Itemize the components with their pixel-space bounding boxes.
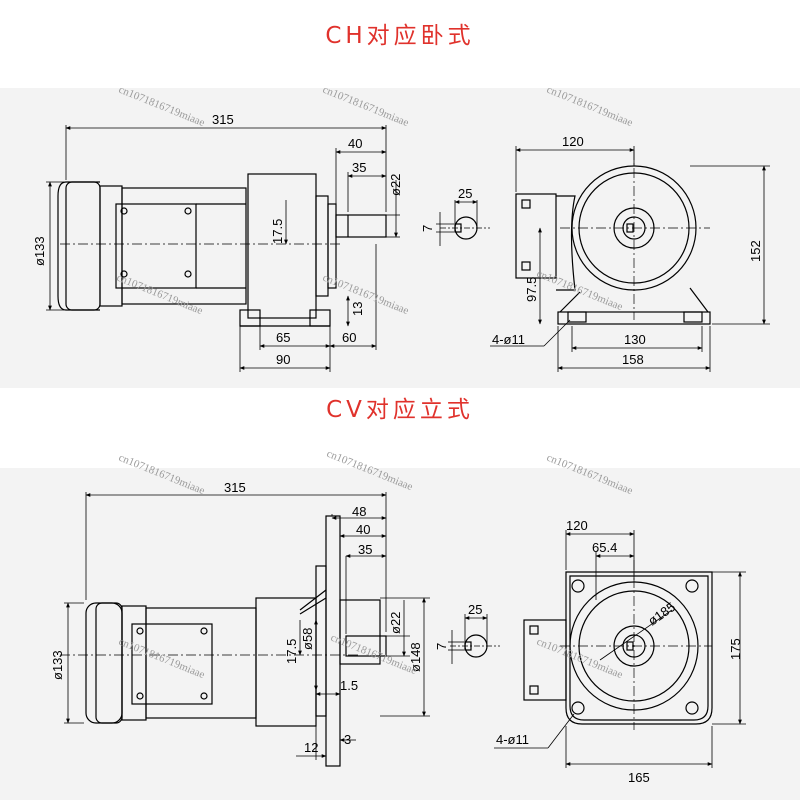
dim-65-4: 65.4 xyxy=(592,540,617,555)
dim-315: 315 xyxy=(224,480,246,495)
cv-end-view xyxy=(523,560,713,730)
ch-key-detail xyxy=(436,200,490,246)
ch-section-title: CH对应卧式 xyxy=(325,23,475,49)
dim-120: 120 xyxy=(562,134,584,149)
cv-side-view xyxy=(60,515,387,767)
cv-section-title: CV对应立式 xyxy=(326,397,474,423)
dim-key-25: 25 xyxy=(468,602,482,617)
dim-key-7: 7 xyxy=(434,643,449,650)
dim-1-5: 1.5 xyxy=(340,678,358,693)
dim-mount-holes: 4-ø11 xyxy=(496,732,529,747)
watermark-text: cn1071816719miaae xyxy=(321,272,411,317)
ch-side-view xyxy=(57,173,387,327)
dim-3: 3 xyxy=(344,732,351,747)
watermarks: cn1071816719miaae cn1071816719miaae cn10… xyxy=(115,84,635,681)
dim-13: 13 xyxy=(350,302,365,316)
dim-130: 130 xyxy=(624,332,646,347)
watermark-text: cn1071816719miaae xyxy=(325,448,415,493)
cv-end-labels: 120 65.4 ø185 175 4-ø11 165 xyxy=(496,518,743,785)
dim-motor-dia: ø133 xyxy=(32,236,47,266)
watermark-text: cn1071816719miaae xyxy=(117,452,207,497)
dim-flange-dia: ø148 xyxy=(408,642,423,672)
cv-side-dimensions xyxy=(64,492,430,766)
dim-40: 40 xyxy=(356,522,370,537)
watermark-text: cn1071816719miaae xyxy=(117,636,207,681)
watermark-text: cn1071816719miaae xyxy=(545,452,635,497)
dim-175: 175 xyxy=(728,638,743,660)
dim-pilot-dia: ø58 xyxy=(300,628,315,650)
ch-side-labels: 315 40 35 ø22 ø133 17.5 13 65 60 90 xyxy=(32,112,403,367)
dim-35: 35 xyxy=(358,542,372,557)
dim-key-7: 7 xyxy=(420,225,435,232)
ch-side-dimensions xyxy=(46,125,400,372)
cv-key-labels: 25 7 xyxy=(434,602,482,650)
dim-key-25: 25 xyxy=(458,186,472,201)
dim-pcd: ø185 xyxy=(645,599,678,628)
cv-end-dimensions xyxy=(494,530,746,768)
dim-motor-dia: ø133 xyxy=(50,650,65,680)
watermark-text: cn1071816719miaae xyxy=(321,84,411,129)
dim-120: 120 xyxy=(566,518,588,533)
dim-40: 40 xyxy=(348,136,362,151)
ch-end-dimensions xyxy=(490,146,770,372)
cv-key-detail xyxy=(448,614,500,664)
ch-end-labels: 120 152 97.5 4-ø11 130 158 xyxy=(492,134,763,367)
dim-48: 48 xyxy=(352,504,366,519)
watermark-text: cn1071816719miaae xyxy=(115,272,205,317)
dim-165: 165 xyxy=(628,770,650,785)
dim-mount-holes: 4-ø11 xyxy=(492,332,525,347)
dim-152: 152 xyxy=(748,240,763,262)
cv-drawing-background xyxy=(0,468,800,800)
cv-side-labels: 315 48 40 35 ø133 17.5 ø58 ø22 ø148 1.5 … xyxy=(50,480,423,755)
ch-drawing-background xyxy=(0,88,800,388)
dim-158: 158 xyxy=(622,352,644,367)
dim-shaft-dia: ø22 xyxy=(388,612,403,634)
watermark-text: cn1071816719miaae xyxy=(329,632,419,677)
dim-center-h: 17.5 xyxy=(284,639,299,664)
dim-12: 12 xyxy=(304,740,318,755)
watermark-text: cn1071816719miaae xyxy=(545,84,635,129)
ch-end-view xyxy=(515,150,711,325)
watermark-text: cn1071816719miaae xyxy=(535,268,625,313)
dim-315: 315 xyxy=(212,112,234,127)
dim-shaft-dia: ø22 xyxy=(388,174,403,196)
dim-60: 60 xyxy=(342,330,356,345)
ch-key-labels: 25 7 xyxy=(420,186,472,232)
dim-center-h: 17.5 xyxy=(270,219,285,244)
dim-65: 65 xyxy=(276,330,290,345)
dim-90: 90 xyxy=(276,352,290,367)
dim-97-5: 97.5 xyxy=(524,277,539,302)
dim-35: 35 xyxy=(352,160,366,175)
watermark-text: cn1071816719miaae xyxy=(117,84,207,129)
